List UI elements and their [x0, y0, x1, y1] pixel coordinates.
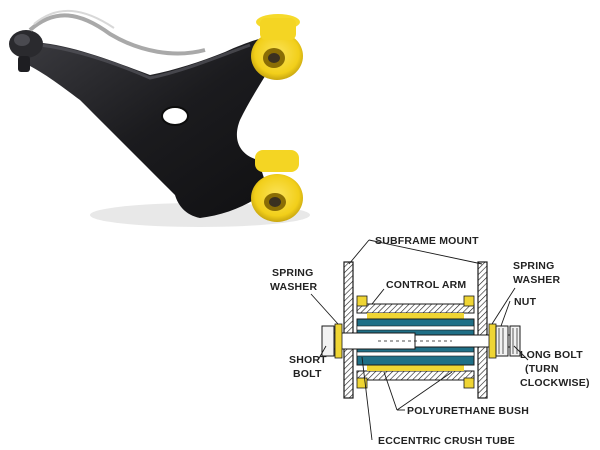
right-subframe-plate	[477, 261, 488, 399]
label-eccentric-crush-tube: ECCENTRIC CRUSH TUBE	[378, 435, 515, 447]
label-polyurethane-bush: POLYURETHANE BUSH	[407, 405, 529, 417]
nut	[495, 325, 509, 357]
label-long-bolt-1: LONG BOLT	[520, 349, 583, 361]
label-long-bolt-3: CLOCKWISE)	[520, 377, 590, 389]
bush-cross-section-diagram: SUBFRAME MOUNT SPRING WASHER CONTROL ARM…	[270, 235, 590, 447]
lower-bush	[251, 150, 303, 222]
metal-strap	[28, 13, 206, 56]
arm-body	[20, 38, 280, 218]
crush-tube-top	[356, 325, 475, 331]
label-spring-washer-left-2: WASHER	[270, 281, 318, 293]
left-spring-washer	[334, 323, 343, 359]
upper-bush	[251, 14, 303, 80]
label-short-bolt-2: BOLT	[293, 368, 322, 380]
bush-flange-left-top	[356, 295, 368, 307]
label-nut: NUT	[514, 296, 537, 308]
control-arm-photo	[9, 10, 310, 227]
right-spring-washer	[488, 323, 497, 359]
bush-flange-left-bottom	[356, 377, 368, 389]
label-short-bolt-1: SHORT	[289, 354, 327, 366]
long-bolt-head	[509, 325, 521, 357]
label-spring-washer-right-2: WASHER	[513, 274, 561, 286]
metal-strap-edge	[33, 10, 115, 29]
label-subframe-mount: SUBFRAME MOUNT	[375, 235, 479, 247]
bush-yellow-top	[367, 313, 464, 319]
bolt-thread	[498, 328, 518, 354]
control-arm-sleeve-top	[356, 303, 475, 314]
label-spring-washer-left-1: SPRING	[272, 267, 313, 279]
control-arm-sleeve-bottom	[356, 370, 475, 381]
bush-yellow-bottom	[367, 365, 464, 371]
arm-hole	[161, 106, 189, 126]
arm-highlight	[39, 43, 251, 80]
left-subframe-plate	[343, 261, 354, 399]
bush-flange-right-top	[463, 295, 475, 307]
bush-flange-right-bottom	[463, 377, 475, 389]
label-control-arm: CONTROL ARM	[386, 279, 466, 291]
short-bolt-head	[321, 325, 335, 357]
label-long-bolt-2: (TURN	[525, 363, 559, 375]
label-spring-washer-right-1: SPRING	[513, 260, 554, 272]
crush-tube-bottom	[356, 351, 475, 357]
ball-joint	[9, 30, 43, 72]
leader-lines	[310, 239, 529, 441]
